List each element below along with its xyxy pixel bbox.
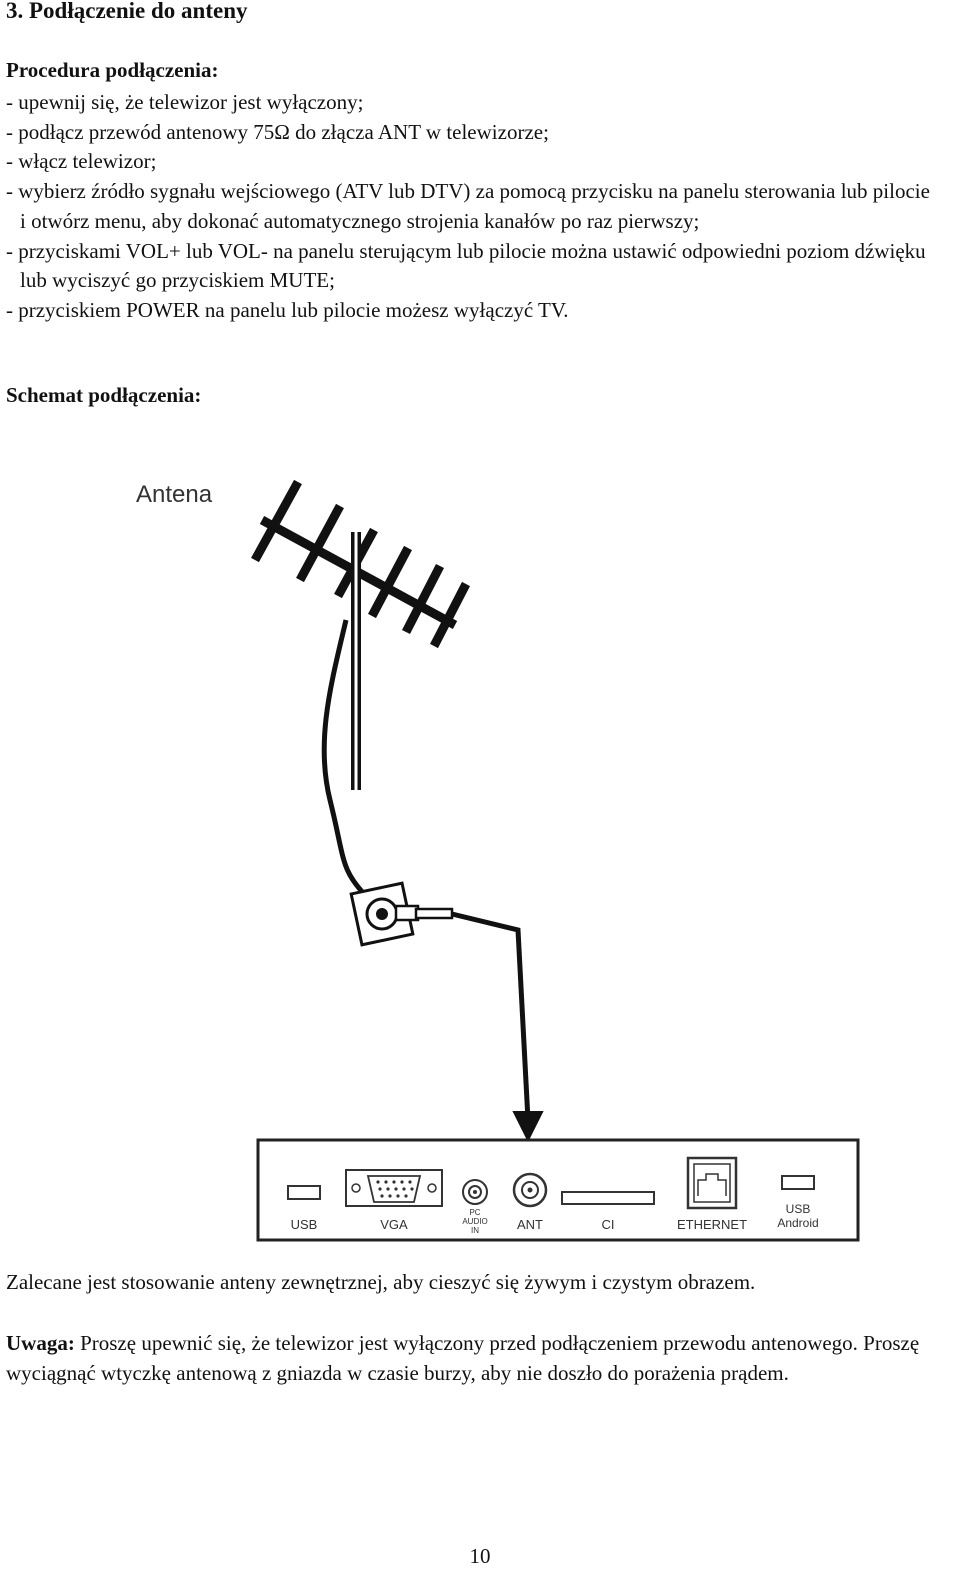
scheme-title: Schemat podłączenia:: [6, 383, 202, 407]
procedure-step: - przyciskami VOL+ lub VOL- na panelu st…: [6, 238, 926, 293]
antenna-label: Antena: [136, 481, 213, 508]
antenna-socket-icon: [349, 881, 454, 947]
procedure-step: - wybierz źródło sygnału wejściowego (AT…: [6, 179, 930, 233]
usb-android-label: Android: [777, 1216, 818, 1230]
pc-audio-in-label: IN: [471, 1226, 479, 1235]
page-number: 10: [469, 1544, 491, 1568]
warning-text: Proszę upewnić się, że telewizor jest wy…: [6, 1331, 920, 1385]
usb-android-label: USB: [786, 1202, 811, 1216]
pc-audio-in-label: PC: [469, 1208, 480, 1217]
procedure-title: Procedura podłączenia:: [6, 58, 219, 82]
ethernet-port-icon: [686, 1156, 738, 1210]
procedure-step: - upewnij się, że telewizor jest wyłączo…: [6, 90, 364, 114]
tv-rear-panel: USB VGA PC AUDIO IN A: [256, 1138, 860, 1242]
section-title: 3. Podłączenie do anteny: [6, 0, 248, 23]
procedure-steps: - upewnij się, że telewizor jest wyłączo…: [6, 88, 936, 326]
procedure-step: - włącz telewizor;: [6, 149, 157, 174]
procedure-step: - przyciskiem POWER na panelu lub piloci…: [6, 297, 569, 322]
ant-port-icon: [512, 1172, 548, 1208]
ci-label: CI: [602, 1217, 615, 1232]
recommendation-text: Zalecane jest stosowanie anteny zewnętrz…: [6, 1270, 756, 1294]
ci-slot-icon: [561, 1191, 655, 1205]
warning-paragraph: Uwaga: Proszę upewnić się, że telewizor …: [6, 1329, 951, 1388]
ethernet-label: ETHERNET: [677, 1217, 747, 1232]
antenna-cable: [451, 911, 544, 1143]
usb-android-port-icon: [781, 1175, 815, 1190]
pc-audio-in-label: AUDIO: [462, 1217, 487, 1226]
antenna-icon: [251, 479, 470, 900]
connection-diagram: Antena USB: [136, 479, 860, 1242]
usb-port-icon: [287, 1185, 321, 1200]
vga-port-icon: [345, 1169, 443, 1207]
usb-label: USB: [291, 1217, 318, 1232]
ant-label: ANT: [517, 1217, 543, 1232]
warning-label: Uwaga:: [6, 1331, 75, 1355]
pc-audio-in-port-icon: [462, 1179, 488, 1205]
vga-label: VGA: [380, 1217, 408, 1232]
procedure-step: - podłącz przewód antenowy 75Ω do złącza…: [6, 119, 549, 144]
